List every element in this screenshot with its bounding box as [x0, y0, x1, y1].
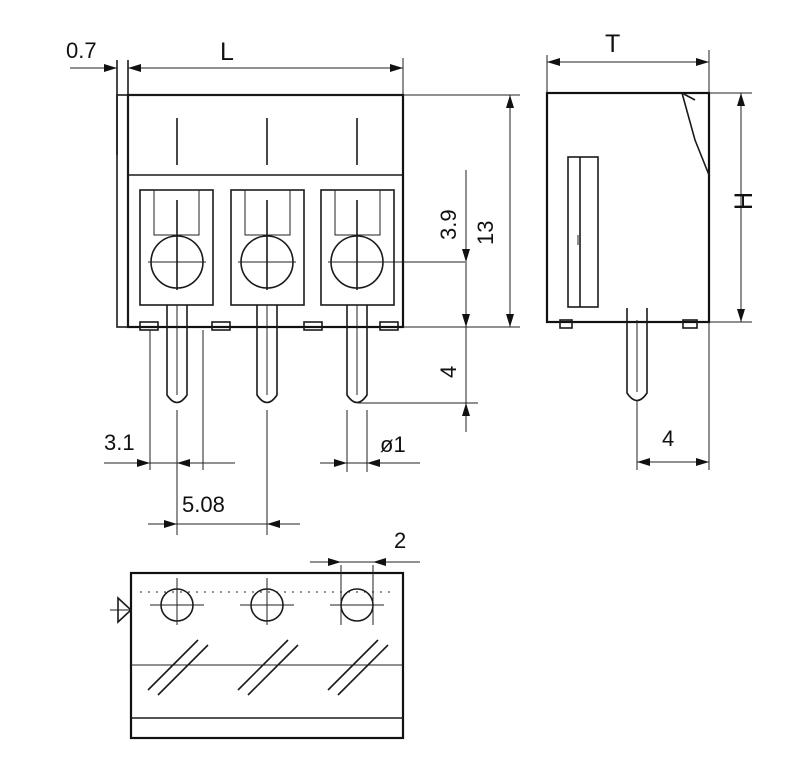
dim-pin-top-label: 3.9: [436, 209, 461, 240]
dim-height-label: H: [730, 192, 758, 210]
dim-pitch-label: 5.08: [182, 492, 225, 517]
front-pin-2: [256, 305, 278, 404]
dim-edge-distance-label: 3.1: [104, 430, 135, 455]
dim-length-label: L: [220, 38, 234, 66]
terminal-opening-1: [139, 189, 214, 306]
dim-pin-diameter-label: ø1: [380, 432, 406, 457]
dim-pin-offset-label: 0.7: [66, 38, 97, 63]
screw-slot-3: [327, 639, 389, 696]
dim-thickness-label: T: [605, 30, 620, 58]
dim-hole-offset-label: 2: [394, 528, 406, 553]
front-body: [126, 93, 405, 329]
front-view: L 0.7 13 3.9 4 3.1 5.08: [66, 38, 520, 535]
screw-slot-2: [237, 639, 299, 696]
screw-slot-1: [147, 639, 209, 696]
dim-body-height-label: 13: [473, 221, 498, 245]
front-left-flange: [116, 94, 129, 328]
bottom-hole-3: [330, 565, 384, 625]
bottom-view: 2: [110, 528, 420, 740]
bottom-hole-2: [240, 578, 294, 625]
terminal-opening-2: [230, 189, 305, 306]
bottom-hole-1: [150, 578, 204, 625]
dim-pin-length-side-label: 4: [662, 426, 674, 451]
side-view: T H 4: [545, 30, 758, 470]
dim-pin-length-label: 4: [436, 366, 461, 378]
front-pin-1: [166, 305, 188, 404]
side-body: [545, 91, 711, 324]
